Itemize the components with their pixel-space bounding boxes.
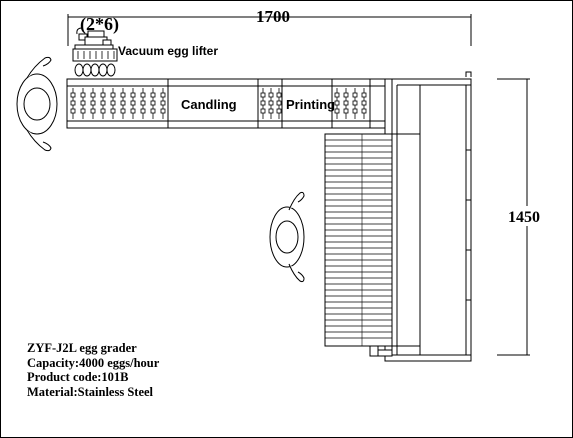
vacuum-lifter-icon xyxy=(72,27,118,77)
lifter-count-label: (2*6) xyxy=(80,14,119,35)
spec-capacity: Capacity:4000 eggs/hour xyxy=(27,355,160,370)
collection-lanes xyxy=(324,133,393,347)
roller-group-lifter xyxy=(70,88,166,119)
operator-icon xyxy=(269,191,305,283)
printing-label: Printing xyxy=(286,97,335,112)
spec-material: Material:Stainless Steel xyxy=(27,384,154,399)
lifter-label: Vacuum egg lifter xyxy=(118,44,218,58)
spec-product-code: Product code:101B xyxy=(27,370,129,384)
grading-table-brackets xyxy=(384,71,472,362)
width-dimension-line xyxy=(67,14,472,46)
spec-model: ZYF-J2L egg grader xyxy=(27,341,137,355)
specification-block: ZYF-J2L egg grader Capacity:4000 eggs/ho… xyxy=(27,341,159,399)
candling-label: Candling xyxy=(181,97,237,112)
width-dimension-label: 1700 xyxy=(256,7,290,26)
table-feet xyxy=(369,345,393,357)
operator-icon xyxy=(16,56,58,152)
roller-group-middle xyxy=(260,88,282,119)
height-dimension-label: 1450 xyxy=(508,209,540,226)
roller-group-exit xyxy=(334,88,367,119)
grading-table xyxy=(384,78,472,356)
horizontal-conveyor xyxy=(66,78,386,129)
